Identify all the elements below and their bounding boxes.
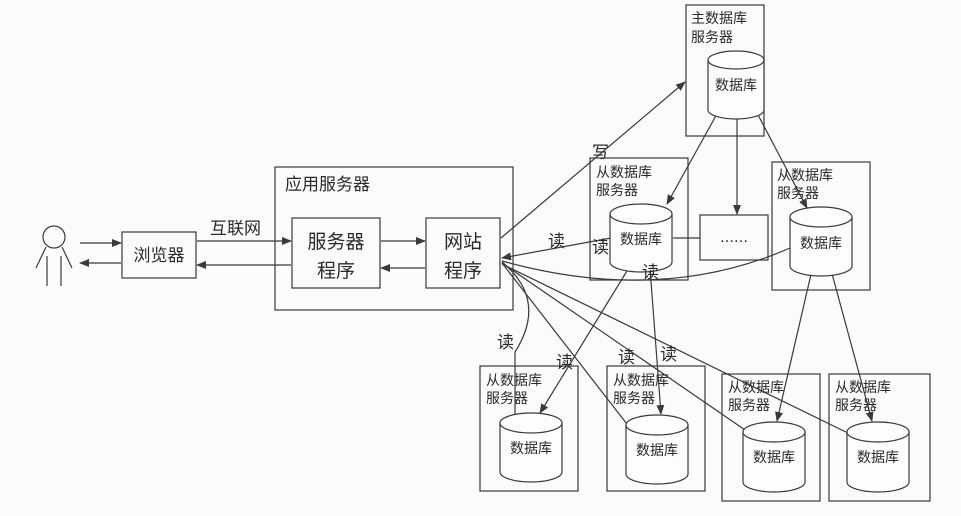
slave-db-title-line1: 从数据库 (728, 380, 784, 396)
read-label-b: 读 (556, 353, 573, 373)
replication-arrow-master-slave1 (666, 111, 719, 205)
write-arrow (500, 81, 686, 239)
browser-node: 浏览器 (121, 231, 197, 279)
replication-arrow-slave2-d (830, 269, 874, 422)
slave-db-title-line2: 服务器 (486, 391, 528, 407)
slave-db-box (606, 365, 706, 492)
internet-label: 互联网 (210, 219, 261, 239)
database-cylinder-icon (499, 412, 563, 483)
slave-db-box (721, 373, 821, 502)
slave-db-title-line1: 从数据库 (835, 380, 891, 396)
read-line-a (501, 261, 530, 416)
server-program-box (291, 217, 381, 289)
more-servers-box (699, 214, 769, 261)
read-label-d: 读 (660, 345, 677, 365)
slave-db-server-4: 从数据库 服务器 数据库 (606, 365, 706, 492)
read-line-d (501, 263, 853, 436)
person-icon (35, 225, 73, 286)
slave-db-title-line1: 从数据库 (486, 373, 542, 389)
app-server-box (274, 166, 514, 311)
master-db-title-line2: 服务器 (691, 30, 733, 46)
slave-db-label: 数据库 (753, 450, 795, 466)
slave-db-server-5: 从数据库 服务器 数据库 (721, 373, 821, 502)
read-line-slave1 (501, 237, 612, 261)
slave-db-title-line1: 从数据库 (613, 373, 669, 389)
app-server-node: 应用服务器 服务器 程序 网站 程序 (274, 166, 514, 311)
database-cylinder-icon (707, 50, 765, 120)
slave-db-label: 数据库 (800, 236, 842, 252)
more-servers-label: …… (720, 230, 748, 246)
read-label-slave2: 读 (642, 263, 659, 283)
read-label-c: 读 (618, 348, 635, 368)
website-program-label-line2: 程序 (444, 260, 482, 282)
slave-db-label: 数据库 (857, 450, 899, 466)
read-label-a: 读 (497, 333, 514, 353)
slave-db-title-line2: 服务器 (596, 183, 638, 199)
write-label: 写 (592, 143, 609, 163)
slave-db-title-line2: 服务器 (777, 186, 819, 202)
slave-db-server-3: 从数据库 服务器 数据库 (479, 365, 579, 492)
more-servers-node: …… (699, 214, 769, 261)
database-cylinder-icon (846, 421, 910, 493)
slave-db-label: 数据库 (510, 441, 552, 457)
slave-db-box (771, 161, 871, 291)
slave-db-title-line2: 服务器 (835, 398, 877, 414)
slave-db-title-line1: 从数据库 (777, 168, 833, 184)
read-line-c (501, 262, 749, 433)
server-program-label-line2: 程序 (317, 260, 355, 282)
read-line-b (501, 262, 631, 429)
slave-db-title-line2: 服务器 (613, 391, 655, 407)
browser-label: 浏览器 (134, 246, 185, 266)
slave-db-label: 数据库 (620, 232, 662, 248)
slave-db-box (828, 373, 931, 502)
slave-db-server-2: 从数据库 服务器 数据库 (771, 161, 871, 291)
slave-db-label: 数据库 (636, 443, 678, 459)
server-program-label-line1: 服务器 (307, 231, 364, 253)
database-cylinder-icon (625, 414, 689, 485)
replication-arrow-slave1-b (649, 267, 665, 415)
slave-db-server-6: 从数据库 服务器 数据库 (828, 373, 931, 502)
read-label-slave1: 读 (548, 232, 565, 252)
database-cylinder-icon (742, 421, 806, 493)
slave-db-box (589, 157, 689, 281)
browser-box (121, 231, 197, 279)
database-cylinder-icon (789, 206, 853, 277)
master-db-server: 主数据库 服务器 数据库 (685, 4, 765, 137)
slave-db-title-line2: 服务器 (728, 398, 770, 414)
database-cylinder-icon (609, 203, 673, 273)
slave-db-box (479, 365, 579, 492)
replication-arrow-slave1-a (539, 265, 631, 414)
read-label-more: 读 (592, 238, 609, 258)
master-db-label: 数据库 (715, 78, 757, 94)
slave-db-server-1: 从数据库 服务器 数据库 (589, 157, 689, 281)
website-program-label-line1: 网站 (444, 231, 482, 253)
slave-db-title-line1: 从数据库 (596, 165, 652, 181)
master-db-title-line1: 主数据库 (691, 11, 747, 27)
app-server-title: 应用服务器 (285, 175, 370, 195)
website-program-box (425, 217, 501, 289)
replication-arrow-slave2-c (775, 269, 813, 422)
